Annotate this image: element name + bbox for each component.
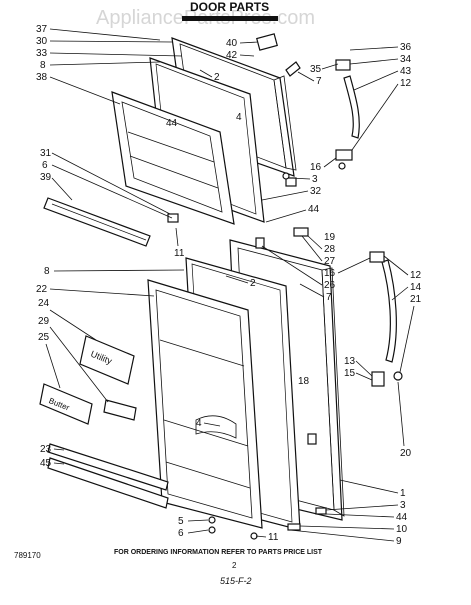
butter-bin	[39, 383, 93, 425]
stop-bracket	[285, 61, 301, 77]
callout-24: 24	[38, 298, 50, 309]
callout-22: 22	[36, 284, 48, 295]
callout-6b: 6	[178, 528, 184, 539]
callout-labels: 37 30 33 8 38 40 42 2 4 44 36 34 43 12 3…	[36, 24, 422, 547]
freezer-handle	[343, 75, 360, 139]
fresh-food-door-assembly: Utility Butter	[39, 227, 403, 540]
door-bottom-trim	[47, 443, 169, 491]
callout-44b: 44	[308, 204, 320, 215]
callout-12: 12	[400, 78, 412, 89]
callout-34: 34	[400, 54, 412, 65]
screw	[338, 162, 346, 170]
callout-44c: 44	[396, 512, 408, 523]
callout-16b: 16	[324, 268, 336, 279]
callout-23: 23	[40, 444, 52, 455]
callout-45: 45	[40, 458, 52, 469]
callout-2b: 2	[250, 278, 256, 289]
callout-11b: 11	[268, 532, 279, 543]
upper-hinge-bracket	[256, 33, 278, 51]
callout-19: 19	[324, 232, 336, 243]
callout-15: 15	[344, 368, 356, 379]
screw	[282, 172, 290, 180]
callout-4: 4	[236, 112, 242, 123]
handle-bracket-upper	[335, 149, 353, 161]
fresh-food-handle	[381, 259, 397, 363]
fresh-food-inner-liner	[147, 279, 263, 529]
mid-hinge	[293, 227, 309, 237]
callout-14: 14	[410, 282, 422, 293]
freezer-inner-liner	[111, 91, 235, 225]
callout-39: 39	[40, 172, 52, 183]
callout-3b: 3	[400, 500, 406, 511]
callout-11: 11	[174, 248, 185, 259]
handle-screw	[393, 371, 403, 381]
top-hinge	[335, 59, 351, 71]
screw	[208, 516, 216, 524]
callout-1: 1	[400, 488, 406, 499]
callout-10: 10	[396, 524, 408, 535]
callout-8: 8	[40, 60, 46, 71]
callout-7b: 7	[326, 292, 332, 303]
callout-35: 35	[310, 64, 322, 75]
callout-28: 28	[324, 244, 336, 255]
callout-7: 7	[316, 76, 322, 87]
callout-2: 2	[214, 72, 220, 83]
freezer-door-assembly	[43, 33, 360, 247]
callout-43: 43	[400, 66, 412, 77]
callout-32: 32	[310, 186, 322, 197]
callout-16: 16	[310, 162, 322, 173]
callout-3: 3	[312, 174, 318, 185]
callout-30: 30	[36, 36, 48, 47]
door-shelf-bar	[47, 457, 169, 509]
callout-6: 6	[42, 160, 48, 171]
utility-bin	[79, 335, 135, 385]
door-stop	[307, 433, 317, 445]
shelf-clip	[167, 213, 179, 223]
callout-4b: 4	[196, 418, 202, 429]
callout-27: 27	[324, 256, 336, 267]
callout-21: 21	[410, 294, 422, 305]
callout-44: 44	[166, 118, 178, 129]
title-subline	[182, 16, 278, 21]
callout-25: 25	[38, 332, 50, 343]
part-code: 789170	[14, 551, 41, 560]
callout-29: 29	[38, 316, 50, 327]
hinge-pin-small	[255, 237, 265, 249]
callout-31: 31	[40, 148, 52, 159]
page-title: DOOR PARTS	[190, 0, 269, 14]
callout-8b: 8	[44, 266, 50, 277]
freezer-shelf-bar	[43, 197, 151, 247]
callout-20: 20	[400, 448, 412, 459]
handle-bracket	[369, 251, 385, 263]
callout-5: 5	[178, 516, 184, 527]
callout-9: 9	[396, 536, 402, 547]
lower-hinge-cap	[287, 523, 301, 531]
callout-13: 13	[344, 356, 356, 367]
handwritten-note: 515-F-2	[220, 576, 252, 586]
callout-38: 38	[36, 72, 48, 83]
lower-hinge-plate	[315, 507, 327, 515]
screw	[208, 526, 216, 534]
callout-42: 42	[226, 50, 238, 61]
callout-40: 40	[226, 38, 238, 49]
callout-33: 33	[36, 48, 48, 59]
callout-36: 36	[400, 42, 412, 53]
callout-26: 26	[324, 280, 336, 291]
callout-18: 18	[298, 376, 310, 387]
page-number: 2	[232, 561, 237, 570]
egg-tray	[103, 399, 137, 421]
callout-37: 37	[36, 24, 48, 35]
handle-base-bracket	[371, 371, 385, 387]
callout-12b: 12	[410, 270, 422, 281]
ordering-instruction: FOR ORDERING INFORMATION REFER TO PARTS …	[114, 549, 323, 556]
